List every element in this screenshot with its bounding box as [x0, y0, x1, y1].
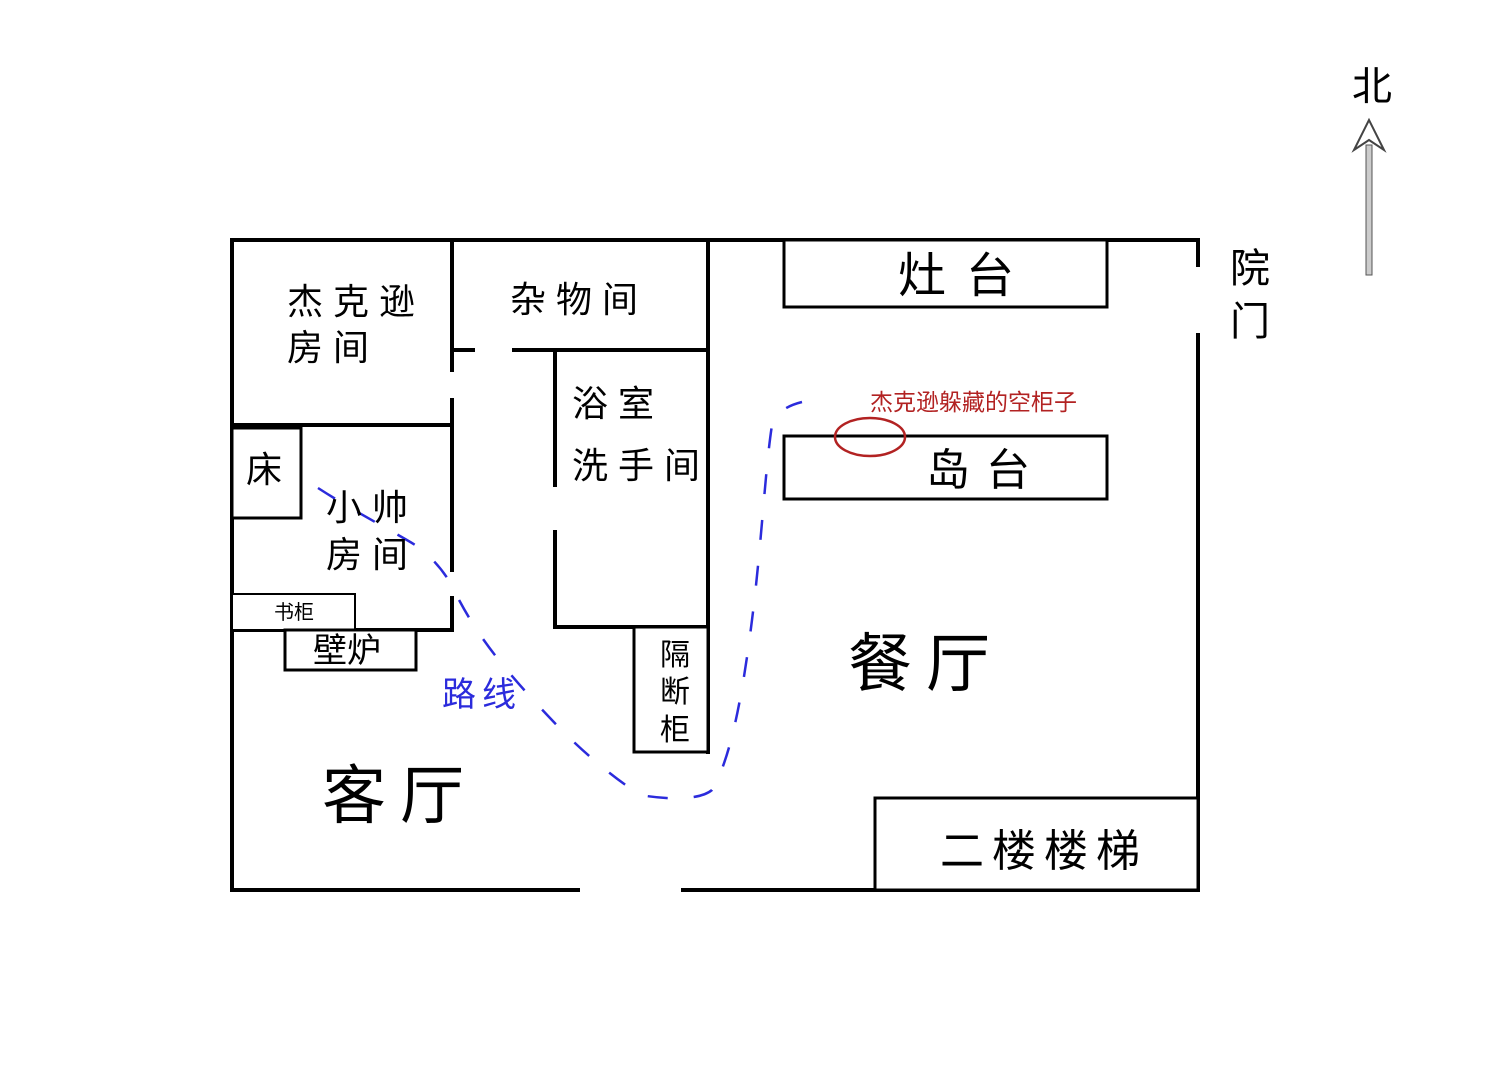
bookcase-label: 书柜: [274, 600, 314, 624]
fireplace-label: 壁炉: [313, 631, 381, 671]
stairs: [873, 796, 1200, 892]
stairs-label: 二楼楼梯: [940, 826, 1148, 877]
bed: [230, 426, 303, 520]
partition-label-2: 断: [660, 675, 690, 710]
jackson-room-label-2: 房间: [287, 328, 379, 369]
partition-cabinet: [632, 625, 710, 754]
fireplace: [283, 628, 418, 672]
bed-label: 床: [246, 450, 292, 491]
hiding-spot-circle: [833, 416, 907, 458]
jackson-room-label-1: 杰克逊: [287, 282, 425, 323]
partition-label-3: 柜: [660, 713, 690, 748]
bookcase: [231, 593, 356, 631]
partition-label-1: 隔: [660, 638, 690, 673]
route-label: 路线: [442, 675, 522, 715]
stove: [782, 238, 1109, 309]
xiaoshuai-room-label-1: 小帅: [326, 488, 418, 529]
island-label: 岛台: [926, 445, 1046, 496]
hiding-spot-label: 杰克逊躲藏的空柜子: [870, 390, 1077, 416]
bathroom-label-1: 浴室: [572, 384, 664, 425]
xiaoshuai-room-label-2: 房间: [326, 535, 418, 576]
north-label: 北: [1352, 64, 1392, 110]
gate-label-1: 院: [1230, 246, 1270, 292]
gate-label-2: 门: [1230, 299, 1270, 345]
bathroom-label-2: 洗手间: [572, 446, 710, 487]
north-arrow-icon: [1351, 117, 1387, 276]
dining-room-label: 餐厅: [848, 628, 1004, 702]
route-dashed-line: [317, 400, 803, 800]
storage-room-label: 杂物间: [510, 280, 648, 321]
stove-label: 灶台: [898, 248, 1034, 304]
living-room-label: 客厅: [322, 760, 478, 834]
